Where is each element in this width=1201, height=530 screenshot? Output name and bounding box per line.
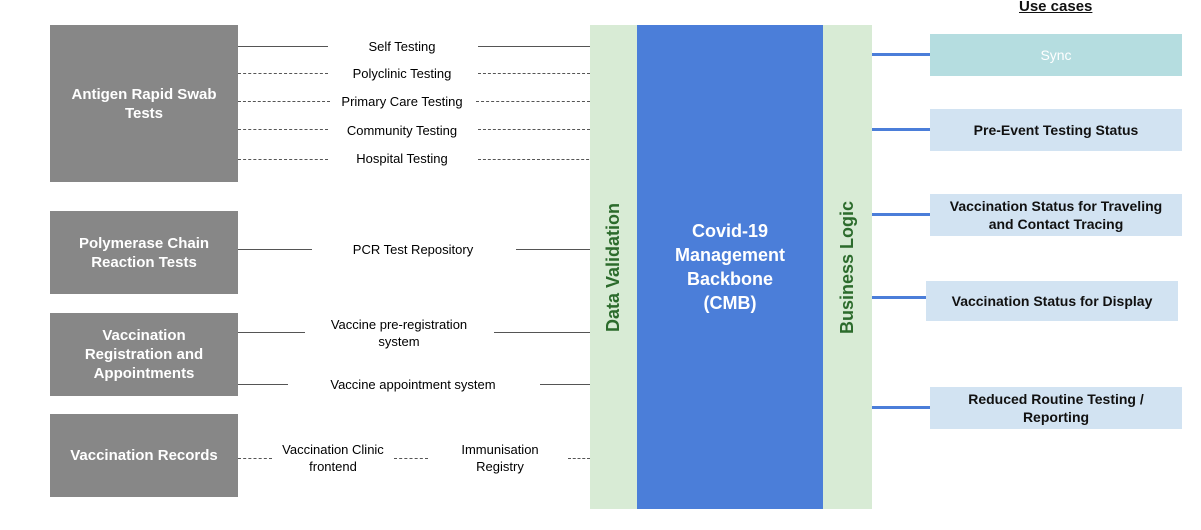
channel-polyclinic-testing: Polyclinic Testing <box>352 66 452 81</box>
connector-line <box>476 101 590 102</box>
use-case-vaccination-status-display: Vaccination Status for Display <box>926 281 1178 321</box>
channel-self-testing: Self Testing <box>368 39 436 54</box>
source-antigen-rapid-swab-tests: Antigen Rapid Swab Tests <box>50 25 238 182</box>
channel-community-testing: Community Testing <box>346 123 458 138</box>
connector-line <box>540 384 590 385</box>
connector-line <box>238 101 330 102</box>
use-case-sync: Sync <box>930 34 1182 76</box>
connector-line <box>494 332 590 333</box>
use-case-vaccination-status-traveling: Vaccination Status for Traveling and Con… <box>930 194 1182 236</box>
channel-vaccine-appointment: Vaccine appointment system <box>330 377 496 392</box>
use-case-pre-event-testing-status: Pre-Event Testing Status <box>930 109 1182 151</box>
use-case-connector <box>872 296 926 299</box>
channel-vaccine-preregistration: Vaccine pre-registration system <box>330 317 468 349</box>
connector-line <box>478 73 590 74</box>
connector-line <box>394 458 428 459</box>
connector-line <box>516 249 590 250</box>
connector-line <box>238 384 288 385</box>
connector-line <box>238 249 312 250</box>
use-case-connector <box>872 213 930 216</box>
channel-hospital-testing: Hospital Testing <box>356 151 448 166</box>
cmb-backbone: Covid-19 Management Backbone (CMB) <box>637 25 823 509</box>
channel-immunisation-registry: Immunisation Registry <box>461 442 539 474</box>
use-case-connector <box>872 53 930 56</box>
channel-pcr-repository: PCR Test Repository <box>352 242 474 257</box>
data-validation-label: Data Validation <box>603 202 624 332</box>
connector-line <box>238 73 328 74</box>
source-vaccination-registration: Vaccination Registration and Appointment… <box>50 313 238 396</box>
connector-line <box>478 46 590 47</box>
use-cases-title: Use cases <box>1019 0 1093 15</box>
data-validation-band: Data Validation <box>590 25 637 509</box>
connector-line <box>238 129 328 130</box>
connector-line <box>238 159 328 160</box>
use-case-connector <box>872 128 930 131</box>
connector-line <box>238 458 272 459</box>
connector-line <box>238 46 328 47</box>
connector-line <box>478 129 590 130</box>
connector-line <box>568 458 590 459</box>
connector-line <box>238 332 305 333</box>
use-case-connector <box>872 406 930 409</box>
connector-line <box>478 159 594 160</box>
channel-primary-care-testing: Primary Care Testing <box>341 94 463 109</box>
source-pcr-tests: Polymerase Chain Reaction Tests <box>50 211 238 294</box>
business-logic-label: Business Logic <box>837 200 857 334</box>
channel-vaccination-clinic-frontend: Vaccination Clinic frontend <box>282 442 384 474</box>
use-case-reduced-routine-testing: Reduced Routine Testing / Reporting <box>930 387 1182 429</box>
business-logic-band: Business Logic <box>823 25 872 509</box>
source-vaccination-records: Vaccination Records <box>50 414 238 497</box>
